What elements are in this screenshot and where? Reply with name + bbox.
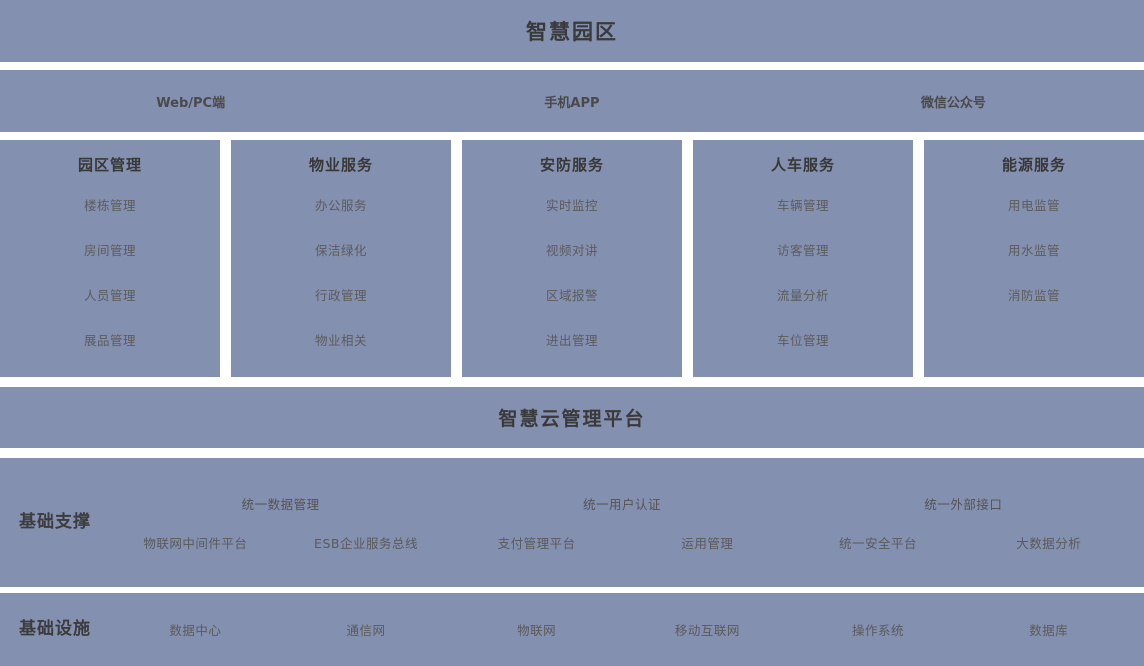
service-card-park-management[interactable]: 园区管理 楼栋管理 房间管理 人员管理 展品管理: [0, 140, 220, 377]
support-bottom-item[interactable]: ESB企业服务总线: [314, 535, 418, 551]
support-body: 统一数据管理 统一用户认证 统一外部接口 物联网中间件平台 ESB企业服务总线 …: [110, 458, 1144, 587]
service-card-property-service[interactable]: 物业服务 办公服务 保洁绿化 行政管理 物业相关: [231, 140, 451, 377]
support-bottom-item[interactable]: 运用管理: [681, 535, 734, 551]
service-card-energy-service[interactable]: 能源服务 用电监管 用水监管 消防监管: [924, 140, 1144, 377]
channel-item-wechat[interactable]: 微信公众号: [920, 95, 986, 111]
page-title: 智慧园区: [526, 20, 618, 44]
card-item[interactable]: 访客管理: [776, 243, 829, 258]
infrastructure-item[interactable]: 数据库: [1029, 623, 1069, 638]
card-title: 安防服务: [539, 156, 604, 174]
card-item[interactable]: 消防监管: [1007, 288, 1060, 303]
card-item[interactable]: 进出管理: [545, 333, 598, 348]
infrastructure-item[interactable]: 操作系统: [852, 623, 905, 638]
channel-item-web[interactable]: Web/PC端: [156, 95, 226, 111]
support-bottom-item[interactable]: 大数据分析: [1016, 535, 1082, 551]
support-top-row: 统一数据管理 统一用户认证 统一外部接口: [110, 494, 1134, 513]
infrastructure-body: 数据中心 通信网 物联网 移动互联网 操作系统 数据库: [110, 593, 1144, 666]
infrastructure-item[interactable]: 数据中心: [169, 623, 222, 638]
support-bottom-row: 物联网中间件平台 ESB企业服务总线 支付管理平台 运用管理 统一安全平台 大数…: [110, 533, 1134, 552]
support-band: 基础支撑 统一数据管理 统一用户认证 统一外部接口 物联网中间件平台 ESB企业…: [0, 458, 1144, 587]
channel-band: Web/PC端 手机APP 微信公众号: [0, 70, 1144, 132]
support-top-item[interactable]: 统一数据管理: [241, 496, 320, 512]
infrastructure-item[interactable]: 通信网: [346, 623, 386, 638]
card-title: 人车服务: [770, 156, 835, 174]
platform-title: 智慧云管理平台: [498, 408, 646, 430]
card-item[interactable]: 用水监管: [1007, 243, 1060, 258]
service-card-people-vehicle-service[interactable]: 人车服务 车辆管理 访客管理 流量分析 车位管理: [693, 140, 913, 377]
card-item[interactable]: 人员管理: [83, 288, 136, 303]
platform-band: 智慧云管理平台: [0, 387, 1144, 448]
card-item[interactable]: 视频对讲: [545, 243, 598, 258]
support-top-item[interactable]: 统一外部接口: [924, 496, 1003, 512]
card-title: 能源服务: [1001, 156, 1066, 174]
support-bottom-item[interactable]: 统一安全平台: [839, 535, 918, 551]
card-item[interactable]: 行政管理: [314, 288, 367, 303]
card-title: 园区管理: [77, 156, 142, 174]
card-item[interactable]: 用电监管: [1007, 198, 1060, 213]
support-bottom-item[interactable]: 支付管理平台: [497, 535, 576, 551]
card-item[interactable]: 保洁绿化: [314, 243, 367, 258]
infrastructure-item[interactable]: 移动互联网: [674, 623, 740, 638]
infrastructure-band: 基础设施 数据中心 通信网 物联网 移动互联网 操作系统 数据库: [0, 593, 1144, 666]
support-top-item[interactable]: 统一用户认证: [582, 496, 661, 512]
support-bottom-item[interactable]: 物联网中间件平台: [143, 535, 248, 551]
card-title: 物业服务: [308, 156, 373, 174]
infrastructure-side-label: 基础设施: [19, 618, 91, 639]
card-item[interactable]: 车位管理: [776, 333, 829, 348]
channel-item-mobile-app[interactable]: 手机APP: [544, 95, 600, 111]
card-item[interactable]: 展品管理: [83, 333, 136, 348]
card-item[interactable]: 流量分析: [776, 288, 829, 303]
card-item[interactable]: 区域报警: [545, 288, 598, 303]
card-item[interactable]: 物业相关: [314, 333, 367, 348]
card-item[interactable]: 实时监控: [545, 198, 598, 213]
title-band: 智慧园区: [0, 0, 1144, 62]
card-item[interactable]: 办公服务: [314, 198, 367, 213]
service-card-row: 园区管理 楼栋管理 房间管理 人员管理 展品管理 物业服务 办公服务 保洁绿化 …: [0, 140, 1144, 377]
support-side-label: 基础支撑: [19, 511, 91, 532]
service-card-security-service[interactable]: 安防服务 实时监控 视频对讲 区域报警 进出管理: [462, 140, 682, 377]
card-item[interactable]: 房间管理: [83, 243, 136, 258]
infrastructure-item[interactable]: 物联网: [517, 623, 557, 638]
card-item[interactable]: 楼栋管理: [83, 198, 136, 213]
card-item[interactable]: 车辆管理: [776, 198, 829, 213]
